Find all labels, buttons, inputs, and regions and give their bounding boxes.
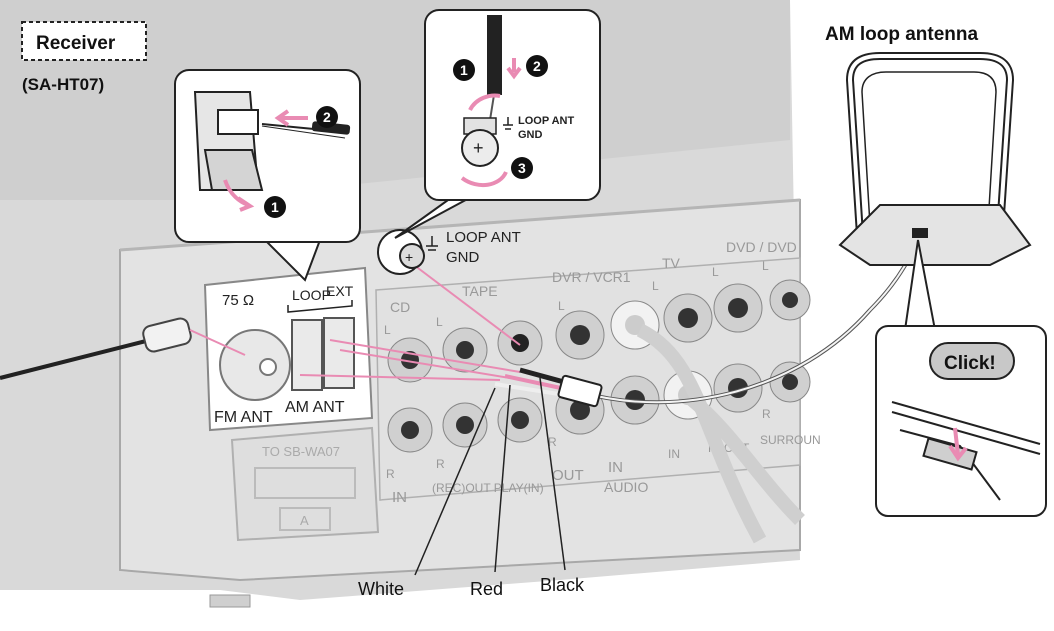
dvr-in-label: IN bbox=[608, 459, 623, 476]
dvd-label: DVD / DVD bbox=[726, 239, 797, 255]
rotate-ccw-arrow-icon bbox=[468, 93, 501, 112]
tape-l-label: L bbox=[436, 315, 443, 329]
tv-label: TV bbox=[662, 255, 681, 271]
am-terminal-loop bbox=[291, 319, 323, 391]
dvr-label: DVR / VCR1 bbox=[552, 269, 631, 285]
terminal-plus-sign: + bbox=[405, 249, 413, 265]
fm-antenna-wire bbox=[0, 317, 246, 380]
step-2-badge bbox=[526, 55, 548, 77]
rca-cables bbox=[636, 323, 805, 544]
loop-ant-label: LOOP ANT bbox=[446, 229, 521, 246]
audio-label: AUDIO bbox=[604, 479, 648, 495]
fm-antenna-jack bbox=[219, 329, 291, 401]
cd-l-label: L bbox=[384, 323, 391, 337]
loop-ant-callout: 1 2 + LOOP ANT GND 3 bbox=[394, 9, 601, 239]
step-2-number: 2 bbox=[533, 58, 541, 74]
wire-red-label: Red bbox=[470, 579, 503, 599]
wire-white-label: White bbox=[358, 579, 404, 599]
cd-r-label: R bbox=[386, 467, 395, 481]
arrow-down-curve-icon bbox=[223, 179, 255, 212]
gnd-label: GND bbox=[446, 249, 480, 266]
rotate-cw-arrow-icon bbox=[460, 170, 508, 188]
am-ant-label: AM ANT bbox=[285, 399, 345, 416]
pink-guide-lines bbox=[299, 261, 521, 381]
am-loop-antenna: AM loop antenna bbox=[825, 24, 1032, 266]
wire-black-label: Black bbox=[540, 575, 585, 595]
to-sb-label: TO SB-WA07 bbox=[262, 444, 340, 459]
dvr-r-label: R bbox=[548, 435, 557, 449]
receiver-label-box bbox=[21, 21, 147, 61]
dvr-l-label: L bbox=[558, 299, 565, 313]
fm-ant-label: FM ANT bbox=[214, 409, 273, 426]
left-step-2-badge bbox=[316, 106, 338, 128]
wire-pointers bbox=[414, 377, 566, 576]
tv-in-label: IN bbox=[668, 447, 680, 461]
am-antenna-label: AM loop antenna bbox=[825, 24, 978, 45]
dvd2-l-label: L bbox=[762, 259, 769, 273]
subwoofer-port: TO SB-WA07 A bbox=[230, 426, 380, 542]
surround-label: SURROUN bbox=[760, 433, 821, 447]
step-3-number: 3 bbox=[518, 160, 526, 176]
receiver-label: Receiver bbox=[36, 33, 116, 54]
click-badge bbox=[929, 342, 1015, 380]
step-1-badge bbox=[453, 59, 475, 81]
antenna-terminal-panel: 75 Ω LOOP EXT FM ANT AM ANT bbox=[203, 266, 374, 432]
rec-play-label: (REC)OUT PLAY(IN) bbox=[432, 481, 544, 495]
loop-label: LOOP bbox=[292, 287, 331, 303]
left-step-2-number: 2 bbox=[323, 109, 331, 125]
arrow-down-icon bbox=[506, 58, 522, 80]
ohm-label: 75 Ω bbox=[222, 292, 254, 309]
sur-r-label: R bbox=[762, 407, 771, 421]
am-terminal-ext bbox=[323, 317, 355, 389]
left-step-1-badge bbox=[264, 196, 286, 218]
left-step-1-number: 1 bbox=[271, 199, 279, 215]
rca-jack-panel: CD TAPE DVR / VCR1 TV DVD / DVD L L L L … bbox=[375, 239, 821, 506]
step-1-number: 1 bbox=[460, 62, 468, 78]
tv-l-label: L bbox=[652, 279, 659, 293]
callout-gnd-label: GND bbox=[518, 129, 543, 141]
arrow-down-icon bbox=[948, 427, 968, 462]
callout-plus-sign: + bbox=[473, 138, 484, 158]
click-callout: Click! bbox=[875, 239, 1047, 517]
cd-in-label: IN bbox=[392, 489, 407, 506]
ext-label: EXT bbox=[326, 283, 354, 299]
cd-label: CD bbox=[390, 299, 410, 315]
jack-row-top bbox=[387, 279, 811, 383]
port-a-label: A bbox=[300, 513, 309, 528]
click-label: Click! bbox=[944, 353, 996, 374]
tape-label: TAPE bbox=[462, 283, 498, 299]
receiver-label-group: Receiver (SA-HT07) bbox=[21, 21, 147, 94]
model-label: (SA-HT07) bbox=[22, 75, 104, 94]
loop-ant-terminal: + LOOP ANT GND bbox=[377, 229, 521, 275]
arrow-left-icon bbox=[274, 109, 308, 127]
wire-clamp bbox=[557, 374, 603, 408]
callout-loop-ant-label: LOOP ANT bbox=[518, 115, 575, 127]
dvd-l-label: L bbox=[712, 265, 719, 279]
step-3-badge bbox=[511, 157, 533, 179]
out-label: OUT bbox=[552, 467, 584, 484]
am-terminal-callout: 2 1 bbox=[174, 69, 361, 282]
tape-r-label: R bbox=[436, 457, 445, 471]
